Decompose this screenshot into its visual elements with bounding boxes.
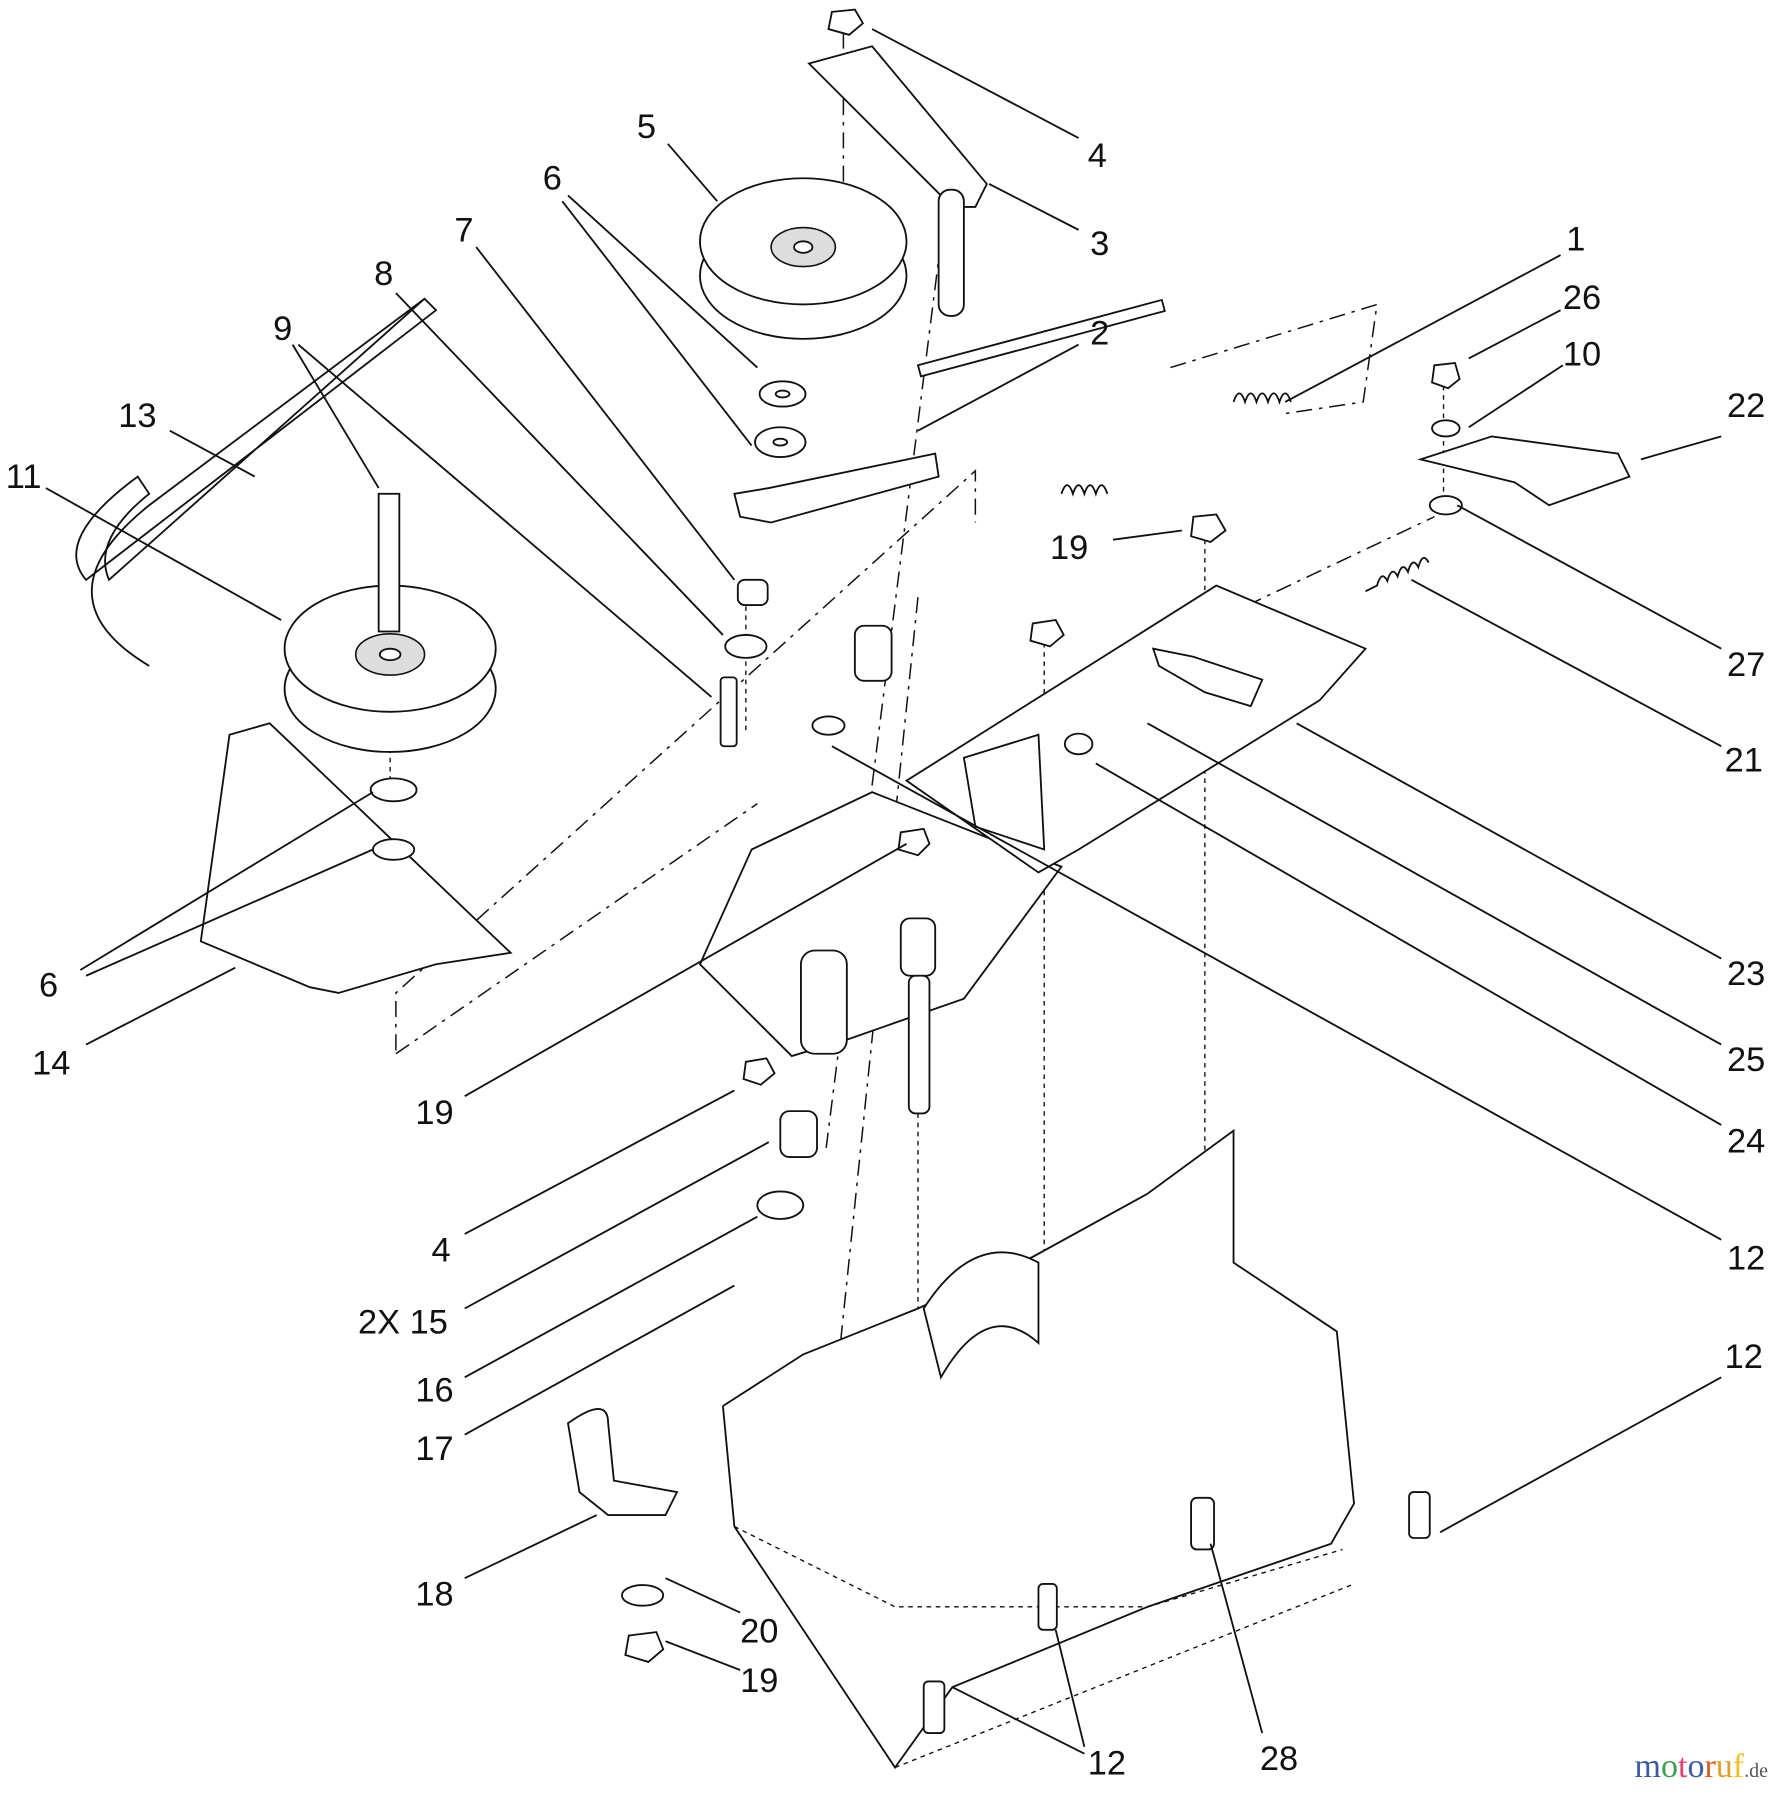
idler-lever xyxy=(733,452,940,524)
callout-labels: 1 2 3 4 5 6 7 8 9 10 11 12 13 14 19 21 2… xyxy=(6,108,1765,1782)
callout: 24 xyxy=(1727,1122,1765,1160)
arm-pin xyxy=(937,188,965,317)
latch-bracket-22 xyxy=(1417,435,1631,507)
spring-21 xyxy=(1365,556,1430,593)
mounting-plate xyxy=(904,584,1368,874)
callout: 27 xyxy=(1727,646,1765,684)
callout: 19 xyxy=(415,1094,453,1132)
callout: 16 xyxy=(415,1371,453,1409)
callout: 26 xyxy=(1563,279,1601,317)
callout: 20 xyxy=(740,1612,778,1650)
belt-guide-bracket xyxy=(962,733,1046,851)
callout: 2 xyxy=(1090,315,1109,353)
callout: 19 xyxy=(1050,529,1088,567)
callout: 14 xyxy=(32,1044,70,1082)
spring-1 xyxy=(1232,392,1292,405)
callout: 4 xyxy=(1088,137,1107,175)
callout: 9 xyxy=(273,310,292,348)
callout: 7 xyxy=(454,211,473,249)
callout: 6 xyxy=(39,966,58,1004)
callout: 25 xyxy=(1727,1041,1765,1079)
callout: 12 xyxy=(1725,1338,1763,1376)
callout: 28 xyxy=(1260,1740,1298,1778)
latch-bracket-23 xyxy=(1151,647,1264,708)
belt xyxy=(75,297,438,582)
callout: 4 xyxy=(431,1231,450,1269)
callout: 12 xyxy=(1727,1239,1765,1277)
callout: 13 xyxy=(118,397,156,435)
callout: 3 xyxy=(1090,225,1109,263)
callout: 21 xyxy=(1725,741,1763,779)
leader-lines xyxy=(45,28,1722,1755)
callout: 12 xyxy=(1088,1744,1126,1782)
callout: 17 xyxy=(415,1430,453,1468)
callout: 2X 15 xyxy=(358,1304,448,1342)
watermark-logo: motoruf.de xyxy=(1634,1748,1768,1785)
idler-arm xyxy=(807,45,988,208)
spring-1b xyxy=(1060,484,1109,497)
callout: 8 xyxy=(374,255,393,293)
pulley-5 xyxy=(699,177,908,340)
bracket-plate xyxy=(698,791,1063,1058)
callout: 11 xyxy=(6,458,42,496)
housing xyxy=(721,1128,1355,1770)
callout: 5 xyxy=(637,108,656,146)
callout: 18 xyxy=(415,1576,453,1614)
callout: 22 xyxy=(1727,387,1765,425)
callout: 10 xyxy=(1563,335,1601,373)
callout: 6 xyxy=(543,160,562,198)
lever-rod xyxy=(916,298,1166,378)
pulley-11 xyxy=(283,584,497,753)
callout: 19 xyxy=(740,1662,778,1700)
hardware xyxy=(369,361,1463,1734)
callout: 1 xyxy=(1566,221,1585,259)
belt-guide-14 xyxy=(199,722,513,994)
hex-nut-4 xyxy=(827,8,865,36)
callout: 23 xyxy=(1727,955,1765,993)
